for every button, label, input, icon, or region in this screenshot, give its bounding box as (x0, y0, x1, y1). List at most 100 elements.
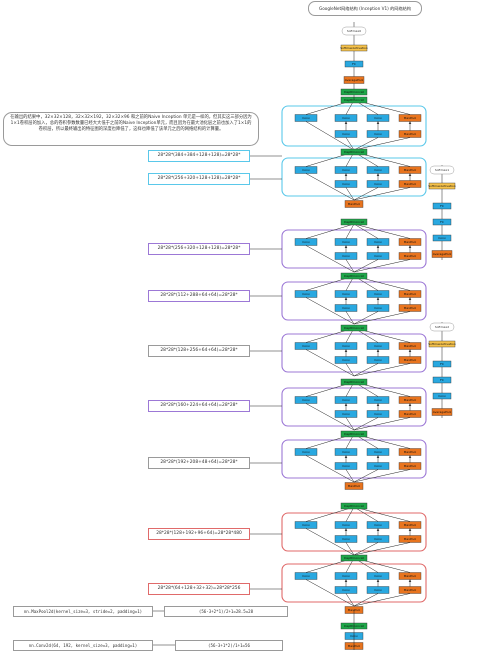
module-7-fanout-4 (353, 469, 411, 483)
module-6-fanout-2 (345, 417, 355, 431)
module-3-branch-arrow-2 (344, 245, 348, 248)
depth-concat-8 (340, 502, 368, 510)
inception-module-frame-8 (281, 512, 427, 552)
module-3-fanin-3 (353, 223, 379, 239)
module-1-fanout-4 (353, 137, 411, 151)
module-3-fanout-1 (305, 245, 355, 273)
module-7-bottom-block-3-label: Conv (374, 464, 382, 468)
fc-0-label: FC (352, 62, 356, 66)
module-1-branch-arrow-4 (408, 121, 412, 124)
module-5-top-block-3-label: Conv (374, 344, 382, 348)
aux1-fc-a (432, 202, 452, 210)
module-8-fanout-1 (305, 528, 355, 556)
module-2-branch-arrow-4 (408, 173, 412, 176)
inception-module-frame-3 (281, 229, 427, 269)
module-4-top-block-3-label: Conv (374, 292, 382, 296)
module-8-fanin-3 (353, 506, 379, 522)
module-6-fanout-3 (353, 417, 379, 431)
module-1-bottom-block-2-label: Conv (342, 132, 350, 136)
code-maxpool: nn.MaxPool2d(kernel_size=3, stride=2, pa… (13, 606, 153, 617)
module-9-bottom-block-2-label: Conv (342, 588, 350, 592)
avg-pool-0 (343, 76, 365, 84)
module-5-fanout-2 (345, 363, 355, 377)
module-7-top-block-3-label: Conv (374, 450, 382, 454)
module-3-branch-arrow-3 (376, 245, 380, 248)
softmax-activation-0 (340, 44, 368, 52)
aux1-fc-a-label: FC (440, 204, 444, 208)
module-7-fanout-1 (305, 455, 355, 483)
depth-concat-9-label: DepthConcat (344, 556, 364, 560)
module-4-fanout-3 (353, 311, 379, 325)
inception-module-frame-9 (281, 563, 427, 603)
module-3-bottom-block-3-label: Conv (374, 254, 382, 258)
module-8-top-block-3-label: Conv (374, 523, 382, 527)
module-7-bottom-block-4-label: MaxPool (404, 464, 417, 468)
calc-label-4: 28*28*(112+288+64+64)=28*28* (148, 290, 250, 302)
softmax-2-node-label: Softmax2 (435, 325, 449, 329)
depth-concat-4 (340, 272, 368, 280)
aux1-fc-b (432, 218, 452, 226)
inception-module-frame-6 (281, 387, 427, 427)
module-6-top-block-3-label: Conv (374, 398, 382, 402)
softmax-activation-1 (428, 182, 456, 190)
module-9-branch-arrow-4 (408, 579, 412, 582)
aux2-conv-label: Conv (438, 394, 446, 398)
module-4-fanout-4 (353, 311, 411, 325)
module-2-top-block-1-label: Conv (302, 168, 310, 172)
depth-concat-3 (340, 218, 368, 226)
module-7-branch-arrow-3 (376, 455, 380, 458)
aux1-avg-pool (431, 250, 453, 258)
module-2-bottom-block-4-label: MaxPool (404, 182, 417, 186)
module-2-bottom-block-3-label: Conv (374, 182, 382, 186)
module-7-branch-arrow-4 (408, 455, 412, 458)
module-1-fanout-2 (345, 137, 355, 151)
module-2-branch-arrow-3 (376, 173, 380, 176)
module-1-branch-arrow-3 (376, 121, 380, 124)
module-3-top-block-3-label: Conv (374, 240, 382, 244)
diagram-title: GoogleNet网络结构 (Inception V1) 的网络结构 (308, 1, 422, 16)
module-5-fanout-4 (353, 363, 411, 377)
aux2-fc-a-label: FC (440, 362, 444, 366)
module-7-top-block-1-label: Conv (302, 450, 310, 454)
module-3-fanout-3 (353, 259, 379, 273)
module-1-top-block-1-label: Conv (302, 116, 310, 120)
depth-concat-4-label: DepthConcat (344, 274, 364, 278)
module-7-fanout-3 (353, 469, 379, 483)
module-5-bottom-block-4-label: MaxPool (404, 358, 417, 362)
module-1-top-block-2-label: Conv (342, 116, 350, 120)
inception-module-frame-2 (281, 157, 427, 197)
aux2-fc-a (432, 360, 452, 368)
formula-conv2d: (56-3+1*2)/1+1=56 (175, 640, 283, 651)
module-4-top-block-2-label: Conv (342, 292, 350, 296)
module-9-branch-arrow-2 (344, 579, 348, 582)
softmax-activation-0-label: SoftmaxActivation (340, 46, 368, 50)
module-4-fanout-2 (345, 311, 355, 325)
softmax-1-node-label: Softmax1 (435, 168, 449, 172)
module-8-branch-arrow-2 (344, 528, 348, 531)
module-3-branch-arrow-4 (408, 245, 412, 248)
module-6-top-block-2-label: Conv (342, 398, 350, 402)
module-2-top-block-4-label: MaxPool (404, 168, 417, 172)
avg-pool-0-label: AveragePool (345, 78, 364, 82)
max-pool-stage-2-label: MaxPool (348, 484, 361, 488)
calc-label-6: 28*28*(160+224+64+64)=28*28* (148, 400, 250, 412)
head-concat (340, 88, 368, 96)
module-4-bottom-block-2-label: Conv (342, 306, 350, 310)
module-4-branch-arrow-4 (408, 297, 412, 300)
softmax-0-node (341, 26, 367, 36)
module-7-branch-arrow-2 (344, 455, 348, 458)
softmax-2-node (429, 322, 455, 332)
module-6-fanout-1 (305, 403, 355, 431)
module-8-fanout-3 (353, 542, 379, 556)
module-6-fanout-4 (353, 417, 411, 431)
module-5-branch-arrow-3 (376, 349, 380, 352)
module-8-fanin-2 (345, 506, 355, 522)
module-4-bottom-block-4-label: MaxPool (404, 306, 417, 310)
module-9-top-block-2-label: Conv (342, 574, 350, 578)
aux1-conv-label: Conv (438, 236, 446, 240)
module-3-fanout-4 (353, 259, 411, 273)
aux2-fc-b (432, 376, 452, 384)
aux2-avg-pool-label: AveragePool (433, 410, 452, 414)
softmax-1-node (429, 165, 455, 175)
